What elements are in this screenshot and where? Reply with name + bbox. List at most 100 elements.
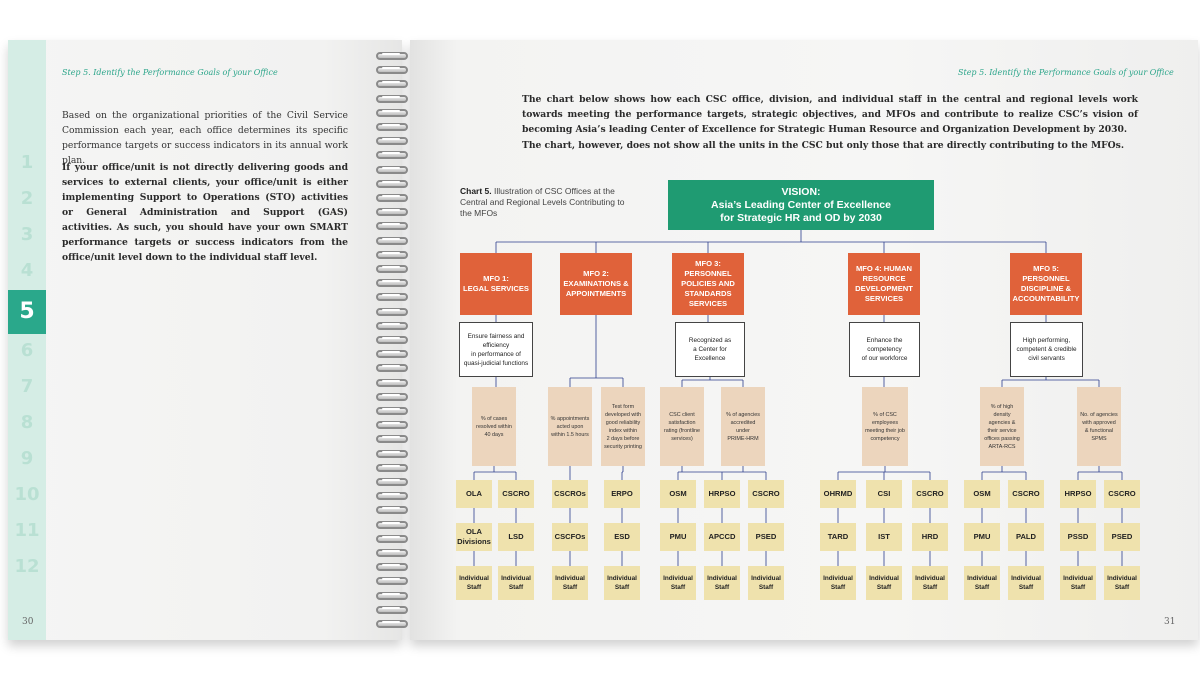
unit-box-row2: PSED <box>1104 523 1140 551</box>
unit-box-row2: TARD <box>820 523 856 551</box>
binding-coil <box>372 547 414 559</box>
spiral-binding <box>372 44 414 644</box>
binding-coil <box>372 519 414 531</box>
binding-coil <box>372 78 414 90</box>
unit-box-row1: OHRMD <box>820 480 856 508</box>
unit-box-row1: CSCRO <box>1008 480 1044 508</box>
unit-box-row2: HRD <box>912 523 948 551</box>
unit-box-row1: OLA <box>456 480 492 508</box>
binding-coil <box>372 348 414 360</box>
binding-coil <box>372 575 414 587</box>
unit-box-row2: ESD <box>604 523 640 551</box>
binding-coil <box>372 149 414 161</box>
binding-coil <box>372 220 414 232</box>
binding-coil <box>372 64 414 76</box>
binding-coil <box>372 50 414 62</box>
unit-box-row1: CSCRO <box>1104 480 1140 508</box>
unit-box-row2: PMU <box>660 523 696 551</box>
binding-coil <box>372 590 414 602</box>
binding-coil <box>372 561 414 573</box>
binding-coil <box>372 405 414 417</box>
binding-coil <box>372 277 414 289</box>
unit-box-row1: OSM <box>660 480 696 508</box>
individual-staff-box: IndividualStaff <box>1060 566 1096 600</box>
individual-staff-box: IndividualStaff <box>498 566 534 600</box>
unit-box-row1: CSCRO <box>498 480 534 508</box>
binding-coil <box>372 164 414 176</box>
binding-coil <box>372 291 414 303</box>
binding-coil <box>372 306 414 318</box>
binding-coil <box>372 362 414 374</box>
individual-staff-box: IndividualStaff <box>820 566 856 600</box>
binding-coil <box>372 263 414 275</box>
individual-staff-box: IndividualStaff <box>748 566 784 600</box>
unit-box-row2: PSSD <box>1060 523 1096 551</box>
unit-box-row2: IST <box>866 523 902 551</box>
binding-coil <box>372 533 414 545</box>
binding-coil <box>372 476 414 488</box>
binding-coil <box>372 462 414 474</box>
binding-coil <box>372 490 414 502</box>
binding-coil <box>372 320 414 332</box>
indicator-box-1: % of casesresolved within40 days <box>472 387 516 466</box>
unit-box-row1: HRPSO <box>1060 480 1096 508</box>
binding-coil <box>372 504 414 516</box>
unit-box-row2: PMU <box>964 523 1000 551</box>
mfo-box-1: MFO 1:LEGAL SERVICES <box>460 253 532 315</box>
unit-box-row2: PSED <box>748 523 784 551</box>
binding-coil <box>372 235 414 247</box>
binding-coil <box>372 178 414 190</box>
binding-coil <box>372 377 414 389</box>
binding-coil <box>372 618 414 630</box>
unit-box-row1: CSCROs <box>552 480 588 508</box>
unit-box-row1: HRPSO <box>704 480 740 508</box>
binding-coil <box>372 391 414 403</box>
binding-coil <box>372 206 414 218</box>
unit-box-row1: OSM <box>964 480 1000 508</box>
binding-coil <box>372 334 414 346</box>
unit-box-row2: CSCFOs <box>552 523 588 551</box>
binding-coil <box>372 448 414 460</box>
unit-box-row2: APCCD <box>704 523 740 551</box>
binding-coil <box>372 121 414 133</box>
binding-coil <box>372 249 414 261</box>
binding-coil <box>372 135 414 147</box>
mfo-box-4: MFO 4: HUMANRESOURCEDEVELOPMENTSERVICES <box>848 253 920 315</box>
vision-box: VISION:Asia’s Leading Center of Excellen… <box>668 180 934 230</box>
unit-box-row1: CSI <box>866 480 902 508</box>
binding-coil <box>372 604 414 616</box>
unit-box-row2: PALD <box>1008 523 1044 551</box>
unit-box-row1: CSCRO <box>748 480 784 508</box>
mfo-box-2: MFO 2:EXAMINATIONS &APPOINTMENTS <box>560 253 632 315</box>
binding-coil <box>372 433 414 445</box>
binding-coil <box>372 107 414 119</box>
binding-coil <box>372 93 414 105</box>
unit-box-row1: CSCRO <box>912 480 948 508</box>
binding-coil <box>372 419 414 431</box>
